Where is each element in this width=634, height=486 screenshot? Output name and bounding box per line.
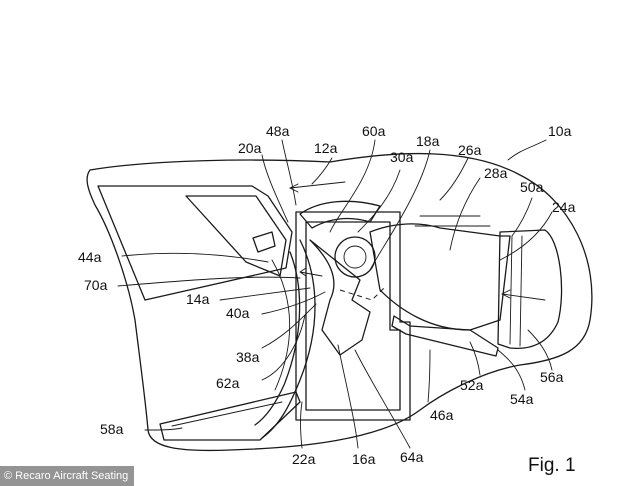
shell-thin-curve [271,259,291,391]
label-10a: 10a [548,123,572,139]
housing-lower [391,315,499,357]
housing-top-ribs [414,215,491,227]
label-44a: 44a [78,249,102,265]
label-20a: 20a [238,140,262,156]
label-64a: 64a [400,449,424,465]
seat-mechanism-dashed [339,287,385,301]
outlet-nozzle-inner [509,235,523,347]
label-50a: 50a [520,179,544,195]
label-22a: 22a [292,451,316,467]
screen-inner [185,195,287,277]
label-46a: 46a [430,407,454,423]
label-56a: 56a [540,369,564,385]
leader-lines [117,139,553,449]
label-62a: 62a [216,375,240,391]
base-column [295,211,411,421]
shell-inner-curve [254,251,301,426]
leg-rest [159,391,301,441]
label-70a: 70a [84,277,108,293]
outer-envelope-outline [86,152,593,452]
leg-rest-inner [171,401,283,427]
pivot-knob [334,236,376,278]
label-12a: 12a [314,140,338,156]
label-60a: 60a [362,123,386,139]
outlet-nozzle [497,229,563,350]
label-28a: 28a [484,165,508,181]
outlet-arrow [500,289,546,301]
label-26a: 26a [458,142,482,158]
label-18a: 18a [416,133,440,149]
label-54a: 54a [510,391,534,407]
screen-hinge [252,231,276,253]
base-column-inner [305,221,401,411]
image-credit: © Recaro Aircraft Seating [0,466,135,486]
label-58a: 58a [100,421,124,437]
shell-outer-curve [261,239,316,439]
pivot-body [299,200,381,229]
label-48a: 48a [266,123,290,139]
label-38a: 38a [236,349,260,365]
label-16a: 16a [352,451,376,467]
flow-arrow-left [299,267,323,277]
label-30a: 30a [390,149,414,165]
flow-arrow-top [288,181,346,193]
label-40a: 40a [226,305,250,321]
screen-panel [97,185,293,301]
label-52a: 52a [460,377,484,393]
pivot-knob-inner [343,245,367,269]
label-14a: 14a [186,291,210,307]
label-24a: 24a [552,199,576,215]
housing-body [369,223,511,331]
figure-caption: Fig. 1 [528,455,576,476]
seat-mechanism [309,239,371,356]
